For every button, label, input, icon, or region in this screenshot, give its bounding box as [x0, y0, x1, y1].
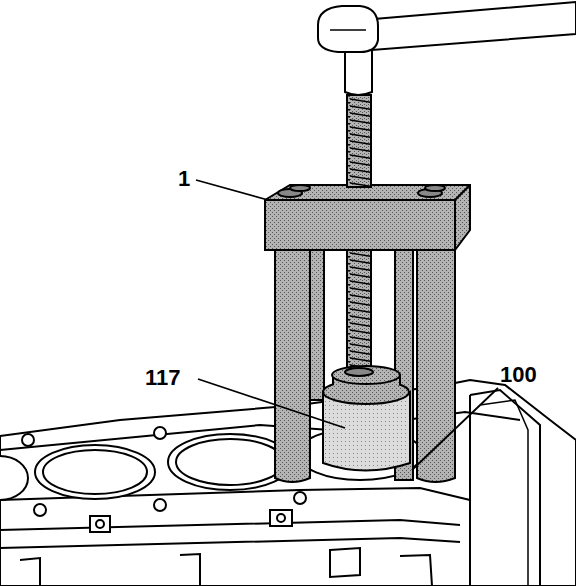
forcing-screw-upper — [347, 95, 371, 187]
callout-number: 1 — [178, 168, 190, 190]
ratchet-wrench — [318, 2, 576, 95]
tool-front-legs — [275, 250, 455, 482]
callout-number: 117 — [145, 367, 181, 389]
callout-number: 100 — [500, 364, 537, 386]
receiver-cup — [323, 366, 410, 471]
leader-lines — [196, 180, 498, 470]
bridge-plate — [265, 185, 470, 250]
